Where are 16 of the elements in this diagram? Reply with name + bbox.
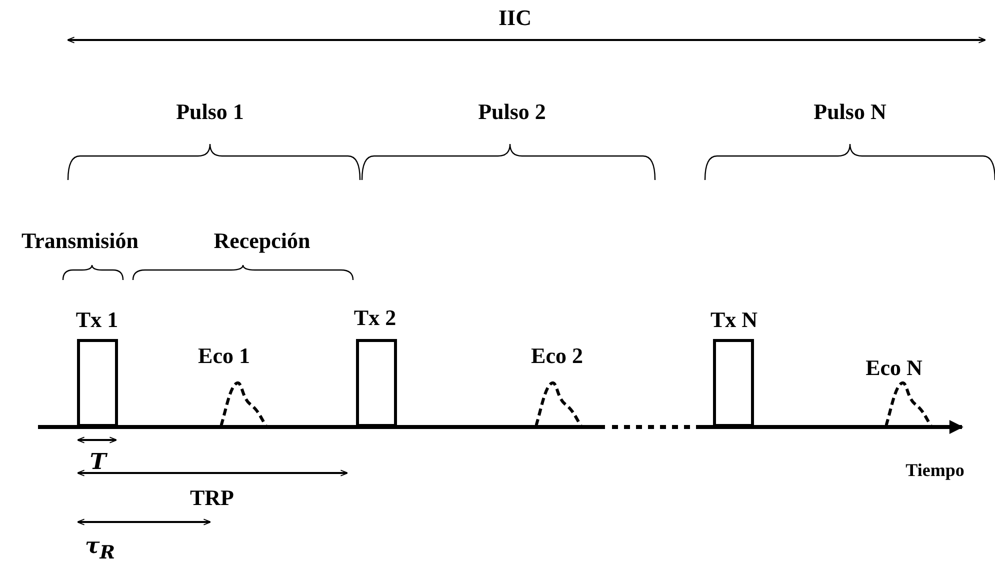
pulse-label: Tx 2 (354, 307, 396, 329)
echo-label: Eco N (866, 357, 922, 379)
echo-label: Eco 1 (198, 345, 250, 367)
echo-label: Eco 2 (531, 345, 583, 367)
dimension-label: TRP (190, 487, 234, 509)
axis-label: Tiempo (906, 461, 964, 479)
section-heading: Pulso 1 (176, 101, 244, 123)
section-heading: Pulso N (814, 101, 886, 123)
phase-label: Transmisión (22, 230, 138, 252)
section-heading: Pulso 2 (478, 101, 546, 123)
pulse-label: Tx N (710, 309, 758, 331)
phase-label: Recepción (214, 230, 310, 252)
dimension-label: τ$_{R}$ (84, 535, 116, 563)
dimension-label: T (90, 451, 106, 473)
pulse-label: Tx 1 (76, 309, 118, 331)
axis-label: IIC (498, 7, 532, 29)
